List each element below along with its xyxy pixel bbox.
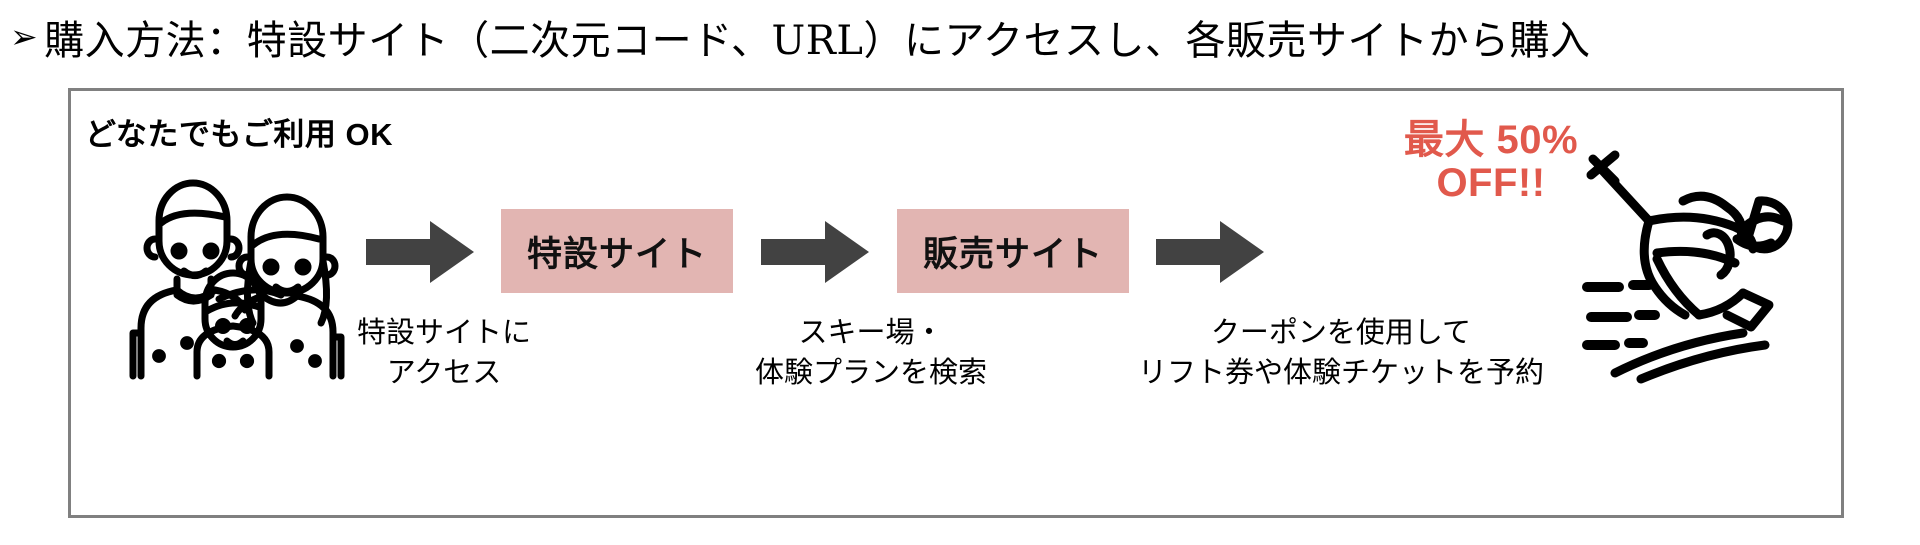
purchase-flow-diagram: 特設サイト 販売サイト 最大 50% OFF!! bbox=[71, 91, 1841, 515]
flow-arrow-2-icon bbox=[761, 221, 869, 283]
flow-arrow-3-icon bbox=[1156, 221, 1264, 283]
step-3-caption: クーポンを使用して リフト券や体験チケットを予約 bbox=[1061, 313, 1621, 393]
bullet-arrow-icon: ➢ bbox=[10, 16, 39, 56]
purchase-flow-panel: どなたでもご利用 OK bbox=[68, 88, 1844, 518]
discount-badge: 最大 50% OFF!! bbox=[1356, 118, 1626, 206]
special-site-box[interactable]: 特設サイト bbox=[501, 209, 733, 293]
sales-site-box[interactable]: 販売サイト bbox=[897, 209, 1129, 293]
step-3-caption-line-1: クーポンを使用して bbox=[1210, 317, 1472, 349]
sales-site-label: 販売サイト bbox=[922, 234, 1103, 274]
step-1-caption-line-2: アクセス bbox=[386, 357, 502, 390]
headline-text: 購入方法：特設サイト（二次元コード、URL）にアクセスし、各販売サイトから購入 bbox=[44, 18, 1591, 64]
flow-arrow-1-icon bbox=[366, 221, 474, 283]
step-2-caption-line-2: 体験プランを検索 bbox=[754, 357, 987, 390]
step-2-caption-line-1: スキー場・ bbox=[798, 317, 944, 349]
family-icon bbox=[101, 161, 345, 380]
step-1-caption-line-1: 特設サイトに bbox=[356, 317, 531, 349]
step-2-caption: スキー場・ 体験プランを検索 bbox=[721, 313, 1021, 393]
panel-caption: どなたでもご利用 OK bbox=[85, 117, 393, 152]
step-1-caption: 特設サイトに アクセス bbox=[319, 313, 569, 393]
discount-line-2: OFF!! bbox=[1436, 161, 1546, 206]
skier-icon bbox=[1582, 129, 1827, 384]
discount-line-1: 最大 50% bbox=[1403, 118, 1579, 162]
step-3-caption-line-2: リフト券や体験チケットを予約 bbox=[1137, 357, 1544, 390]
page-headline: ➢ 購入方法：特設サイト（二次元コード、URL）にアクセスし、各販売サイトから購… bbox=[10, 4, 1910, 70]
special-site-label: 特設サイト bbox=[526, 234, 707, 274]
